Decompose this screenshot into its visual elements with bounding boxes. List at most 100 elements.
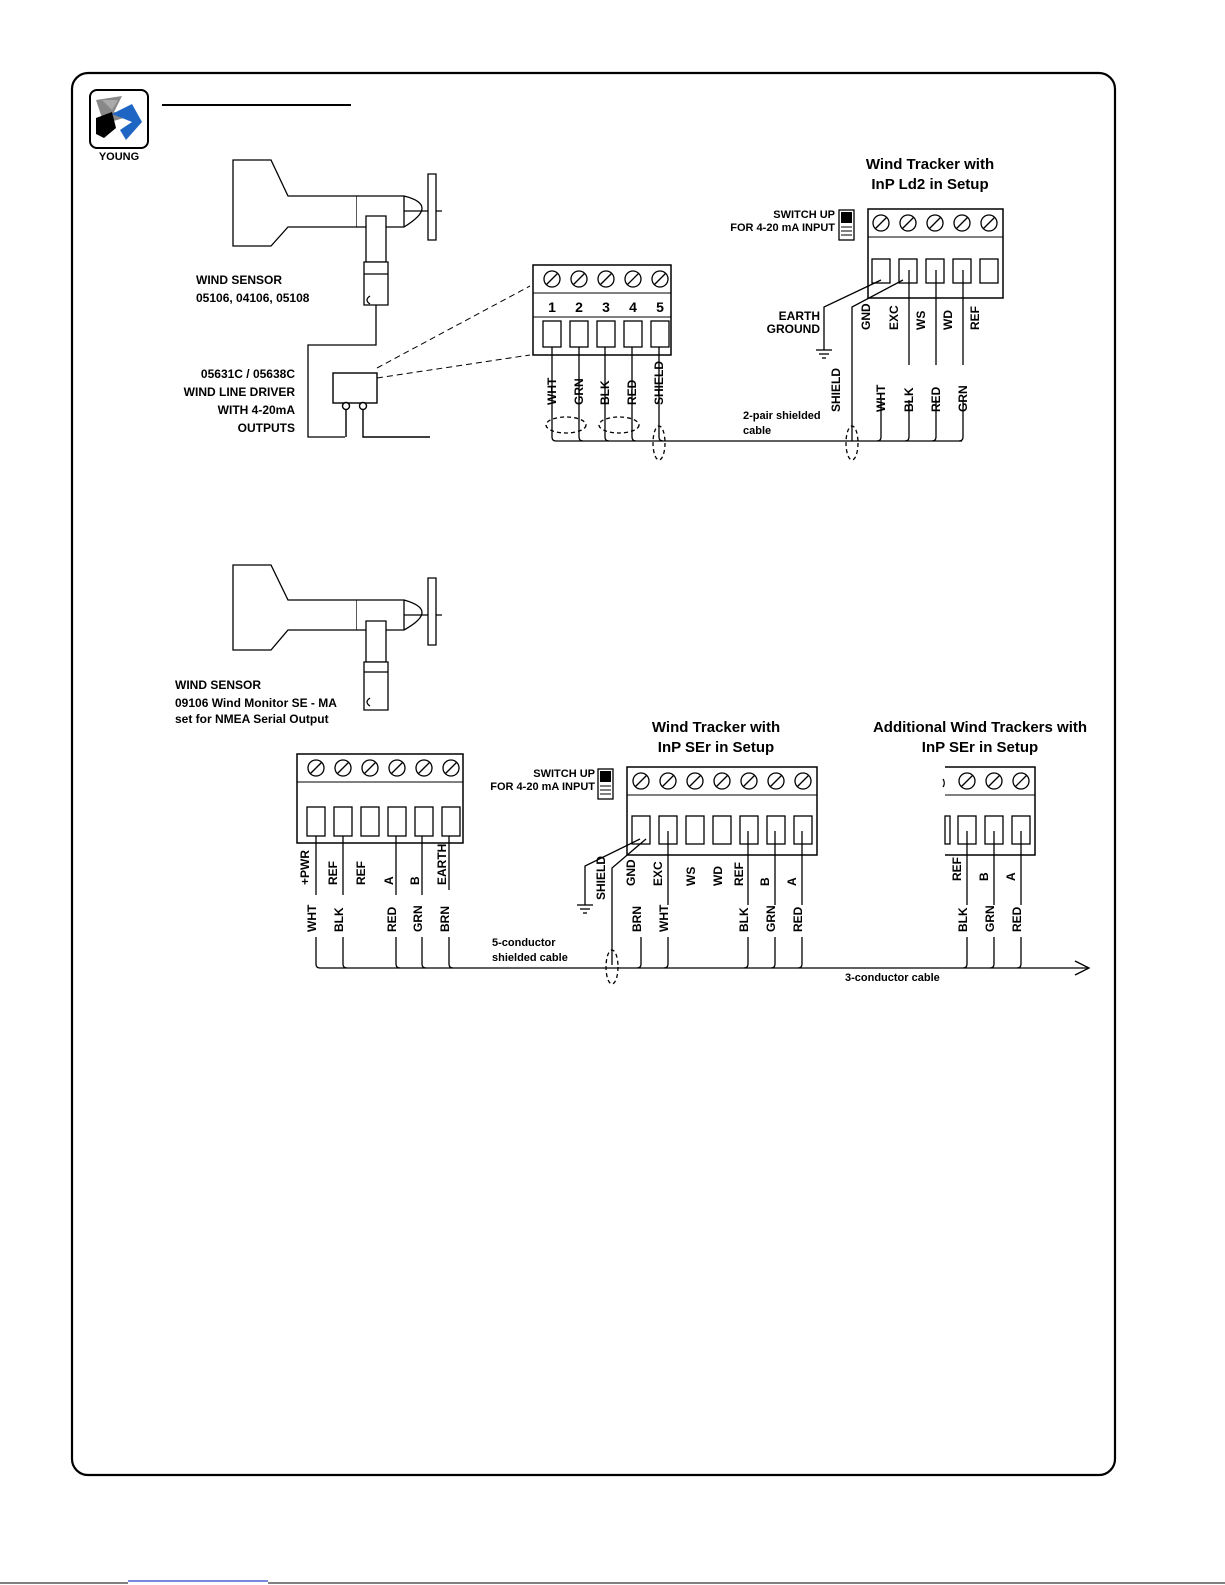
d2-sensor-terminal-label: B <box>408 876 422 885</box>
d1-driver-label-4: OUTPUTS <box>238 421 295 435</box>
d2-sensor-wire-label: GRN <box>411 905 425 932</box>
d2-sensor-terminal-slot <box>360 806 380 837</box>
d1-cable-label-2: cable <box>743 425 771 437</box>
d1-switch-icon <box>838 209 855 241</box>
d1-tracker-terminal-slot <box>871 258 891 284</box>
d1-tracker-terminal-label: WD <box>941 310 955 330</box>
d1-tracker-wire-label: SHIELD <box>829 368 843 412</box>
d2-additional-terminal-label: A <box>1004 872 1018 881</box>
d1-driver-terminal-number: 5 <box>656 299 664 315</box>
d2-tracker-terminal-label: WD <box>711 866 725 886</box>
d1-driver-terminal-slot <box>596 320 616 348</box>
d1-driver-terminal-slot <box>569 320 589 348</box>
d2-tracker-screw-icon <box>794 772 812 790</box>
d2-cable5-label-2: shielded cable <box>492 952 568 964</box>
d2-tracker-terminal-label: REF <box>732 862 746 886</box>
d1-driver-wire-label: BLK <box>598 380 612 405</box>
d2-tracker-screw-icon <box>713 772 731 790</box>
d2-additional-title-1: Additional Wind Trackers with <box>873 719 1087 736</box>
d1-tracker-terminal-slot <box>979 258 999 284</box>
d1-earth-label-1: EARTH <box>779 309 820 323</box>
d2-sensor-label-3: set for NMEA Serial Output <box>175 712 329 726</box>
d1-driver-terminal-slot <box>623 320 643 348</box>
d1-driver-terminal-number: 3 <box>602 299 610 315</box>
d2-additional-screw-icon <box>985 772 1003 790</box>
d2-tracker-terminal-label: A <box>785 877 799 886</box>
d2-additional-wire-label: RED <box>1010 906 1024 932</box>
d2-tracker-screw-icon <box>659 772 677 790</box>
page-frame <box>70 71 1117 1477</box>
zoom-line-bottom <box>376 354 531 379</box>
d2-sensor-terminal-label: EARTH <box>435 844 449 885</box>
d1-driver-terminal-number: 4 <box>629 299 637 315</box>
d2-sensor-screw-icon <box>307 759 325 777</box>
d1-driver-wire-label: WHT <box>545 377 559 405</box>
d2-tracker-wire-label: BRN <box>630 906 644 932</box>
d2-sensor-terminal-block <box>296 753 464 844</box>
d1-driver-label-3: WITH 4-20mA <box>218 403 296 417</box>
d1-tracker-wire-label: WHT <box>874 384 888 412</box>
d2-tracker-wire-label: BLK <box>737 907 751 932</box>
d2-additional-wire-label: BLK <box>956 907 970 932</box>
d2-tracker-terminal-slot <box>739 815 759 845</box>
d2-sensor-terminal-label: REF <box>354 861 368 885</box>
wind-sensor-1-drawing <box>232 159 442 438</box>
d2-sensor-terminal-label: REF <box>326 861 340 885</box>
d1-tracker-screw-icon <box>953 214 971 232</box>
d2-tracker-terminal-slot <box>766 815 786 845</box>
d2-sensor-terminal-slot <box>306 806 326 837</box>
d2-tracker-wire-label: GRN <box>764 905 778 932</box>
d1-earth-ground-icon <box>816 279 882 359</box>
d1-driver-wire-label: SHIELD <box>652 361 666 405</box>
d2-sensor-screw-icon <box>388 759 406 777</box>
d1-driver-screw-icon <box>651 270 669 288</box>
d1-driver-label-1: 05631C / 05638C <box>201 367 295 381</box>
d2-sensor-screw-icon <box>415 759 433 777</box>
d1-driver-screw-icon <box>543 270 561 288</box>
d1-tracker-wire-label: RED <box>929 386 943 412</box>
d1-tracker-terminal-slot <box>952 258 972 284</box>
young-logo: YOUNG <box>89 89 149 163</box>
d1-tracker-screw-icon <box>899 214 917 232</box>
d2-cable5-label-1: 5-conductor <box>492 937 556 949</box>
d2-tracker-wire-label: RED <box>791 906 805 932</box>
line-driver-box <box>332 372 430 438</box>
d2-main-bus <box>315 836 1091 985</box>
d2-additional-terminal-label: REF <box>950 857 964 881</box>
d2-cable3-label: 3-conductor cable <box>845 972 940 984</box>
d2-tracker-terminal-label: GND <box>624 859 638 886</box>
d2-sensor-terminal-slot <box>333 806 353 837</box>
d2-shield-label: SHIELD <box>594 856 608 900</box>
logo-text: YOUNG <box>99 151 139 163</box>
zoom-line-top <box>376 285 531 369</box>
d2-tracker-terminal-block <box>626 766 818 856</box>
wind-sensor-2-drawing <box>232 564 442 711</box>
d2-sensor-terminal-label: +PWR <box>298 850 312 885</box>
d1-driver-screw-icon <box>597 270 615 288</box>
d1-tracker-terminal-label: GND <box>859 303 873 330</box>
d2-tracker-screw-icon <box>632 772 650 790</box>
d2-sensor-label-1: WIND SENSOR <box>175 678 261 692</box>
d1-driver-screw-icon <box>570 270 588 288</box>
d2-sensor-terminal-slot <box>441 806 461 837</box>
d1-earth-label-2: GROUND <box>767 322 821 336</box>
d2-sensor-wire-label: BLK <box>332 907 346 932</box>
d2-additional-wiring <box>962 831 1022 969</box>
d1-driver-label-2: WIND LINE DRIVER <box>184 385 296 399</box>
d2-additional-wire-label: GRN <box>983 905 997 932</box>
d2-sensor-wire-label: WHT <box>305 904 319 932</box>
d2-additional-title-2: InP SEr in Setup <box>922 739 1038 756</box>
d2-additional-terminal-label: B <box>977 872 991 881</box>
d1-tracker-wire-label: GRN <box>956 385 970 412</box>
d2-switch-label-2: FOR 4-20 mA INPUT <box>490 781 595 793</box>
d1-tracker-wire-label: BLK <box>902 387 916 412</box>
d1-tracker-wiring <box>851 270 964 442</box>
d1-driver-screw-icon <box>624 270 642 288</box>
d1-tracker-terminal-label: EXC <box>887 305 901 330</box>
d2-switch-icon <box>597 768 614 800</box>
d1-tracker-terminal-label: WS <box>914 311 928 330</box>
d2-tracker-terminal-slot <box>793 815 813 845</box>
d1-driver-terminal-slot <box>542 320 562 348</box>
d1-driver-terminal-number: 2 <box>575 299 583 315</box>
